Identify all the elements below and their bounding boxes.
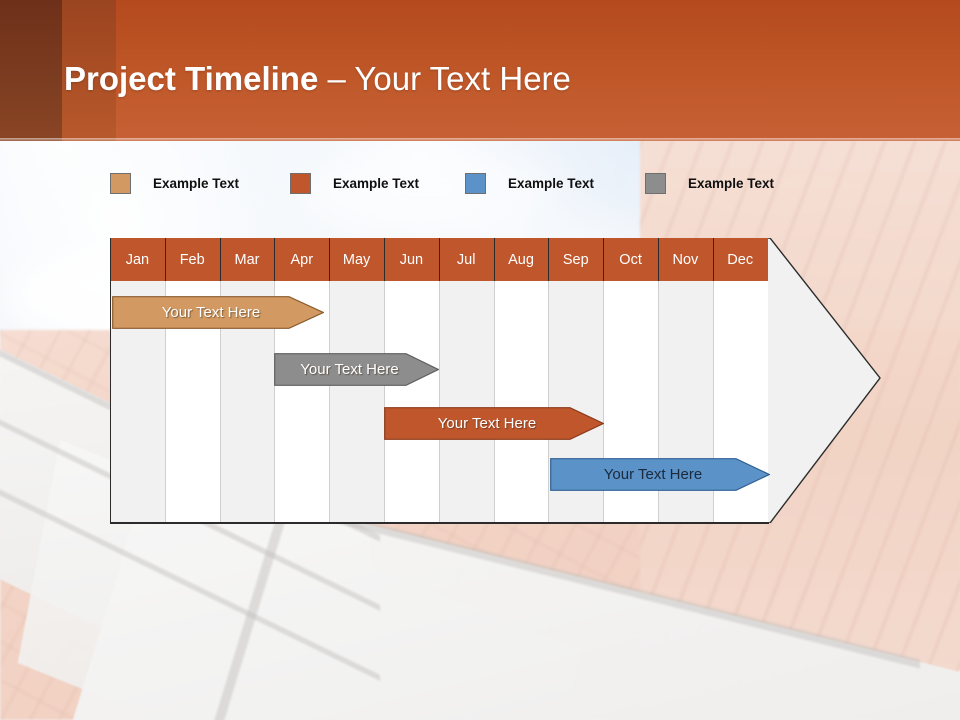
month-label: Dec: [727, 251, 754, 268]
month-column: [438, 238, 494, 523]
task-bar[interactable]: Your Text Here: [274, 353, 439, 386]
month-label: Nov: [672, 251, 699, 268]
month-label: Jul: [456, 251, 476, 268]
cloud: [300, 150, 560, 230]
month-header-cell[interactable]: Jun: [384, 238, 439, 281]
month-label: Apr: [290, 251, 314, 268]
column-separator: [712, 281, 714, 523]
month-label: Oct: [619, 251, 642, 268]
month-header-divider: [438, 238, 440, 281]
legend: Example Text Example Text Example Text Exam…: [110, 170, 870, 196]
column-separator: [548, 281, 550, 523]
month-header-cell[interactable]: Oct: [603, 238, 658, 281]
month-header-cell[interactable]: Mar: [219, 238, 275, 281]
legend-swatch-icon: [465, 172, 486, 194]
month-header-divider: [493, 238, 495, 281]
legend-swatch-icon: [645, 172, 666, 194]
column-separator: [603, 281, 605, 523]
slide-header: Project Timeline – Your Text Here: [0, 0, 960, 142]
month-header-divider: [384, 238, 385, 281]
grid-bottom-edge: [110, 522, 769, 524]
legend-swatch-icon: [110, 172, 131, 194]
month-header-divider: [658, 238, 659, 281]
task-bar-arrow-icon: [550, 458, 770, 491]
timeline-chart: Jan Feb Mar Apr May Jun Jul Aug Sep Oct Nov Dec You…: [110, 238, 890, 524]
month-header-cell[interactable]: Dec: [712, 238, 768, 281]
legend-item[interactable]: Example Text: [110, 170, 239, 196]
month-label: May: [342, 251, 371, 268]
legend-item[interactable]: Example Text: [645, 170, 774, 196]
month-header-cell[interactable]: Jan: [110, 238, 165, 281]
month-label: Jun: [399, 251, 424, 268]
column-separator: [329, 281, 331, 523]
task-bar[interactable]: Your Text Here: [112, 296, 324, 329]
column-separator: [164, 281, 166, 523]
task-bar[interactable]: Your Text Here: [384, 407, 604, 440]
month-header-cell[interactable]: Sep: [548, 238, 604, 281]
task-bar-label: Your Text Here: [603, 466, 703, 483]
page-title-strong: Project Timeline: [64, 60, 319, 97]
month-column: [110, 238, 165, 523]
month-label: Aug: [508, 251, 534, 268]
month-label: Jan: [125, 251, 150, 268]
column-separator: [658, 281, 659, 523]
month-header-cell[interactable]: Jul: [438, 238, 494, 281]
month-column: [164, 238, 220, 523]
month-header-divider: [548, 238, 550, 281]
month-header-divider: [712, 238, 714, 281]
task-bar-arrow-icon: [112, 296, 324, 329]
grid-left-edge: [110, 238, 111, 523]
legend-label: Example Text: [333, 175, 420, 191]
header-band-dark: [0, 0, 62, 141]
legend-swatch-icon: [290, 172, 311, 194]
month-header-divider: [603, 238, 605, 281]
column-separator: [219, 281, 221, 523]
month-header-cell[interactable]: Nov: [658, 238, 713, 281]
month-header-cell[interactable]: May: [329, 238, 384, 281]
column-separator: [274, 281, 276, 523]
month-header-divider: [329, 238, 331, 281]
month-column: [219, 238, 275, 523]
month-header-cell[interactable]: Apr: [274, 238, 330, 281]
task-bar-arrow-icon: [384, 407, 604, 440]
task-bar-label: Your Text Here: [300, 361, 399, 378]
page-title: Project Timeline – Your Text Here: [64, 58, 924, 100]
legend-label: Example Text: [508, 175, 595, 191]
month-header-cell[interactable]: Aug: [493, 238, 549, 281]
task-bar-label: Your Text Here: [161, 304, 261, 321]
column-separator: [438, 281, 440, 523]
month-label: Sep: [562, 251, 589, 268]
column-separator: [384, 281, 385, 523]
legend-item[interactable]: Example Text: [290, 170, 419, 196]
month-column: [493, 238, 549, 523]
month-header-divider: [274, 238, 276, 281]
task-bar[interactable]: Your Text Here: [550, 458, 770, 491]
month-header-cell[interactable]: Feb: [164, 238, 220, 281]
page-title-light: – Your Text Here: [318, 60, 571, 97]
task-bar-arrow-icon: [274, 353, 439, 386]
task-bar-label: Your Text Here: [437, 415, 537, 432]
legend-label: Example Text: [688, 175, 775, 191]
legend-label: Example Text: [153, 175, 240, 191]
month-label: Mar: [234, 251, 260, 268]
header-underline: [0, 138, 960, 142]
legend-item[interactable]: Example Text: [465, 170, 594, 196]
month-label: Feb: [179, 251, 205, 268]
header-band-main: [116, 0, 960, 141]
month-header-divider: [164, 238, 166, 281]
column-separator: [493, 281, 495, 523]
month-header-divider: [219, 238, 221, 281]
header-band-mid: [62, 0, 116, 141]
